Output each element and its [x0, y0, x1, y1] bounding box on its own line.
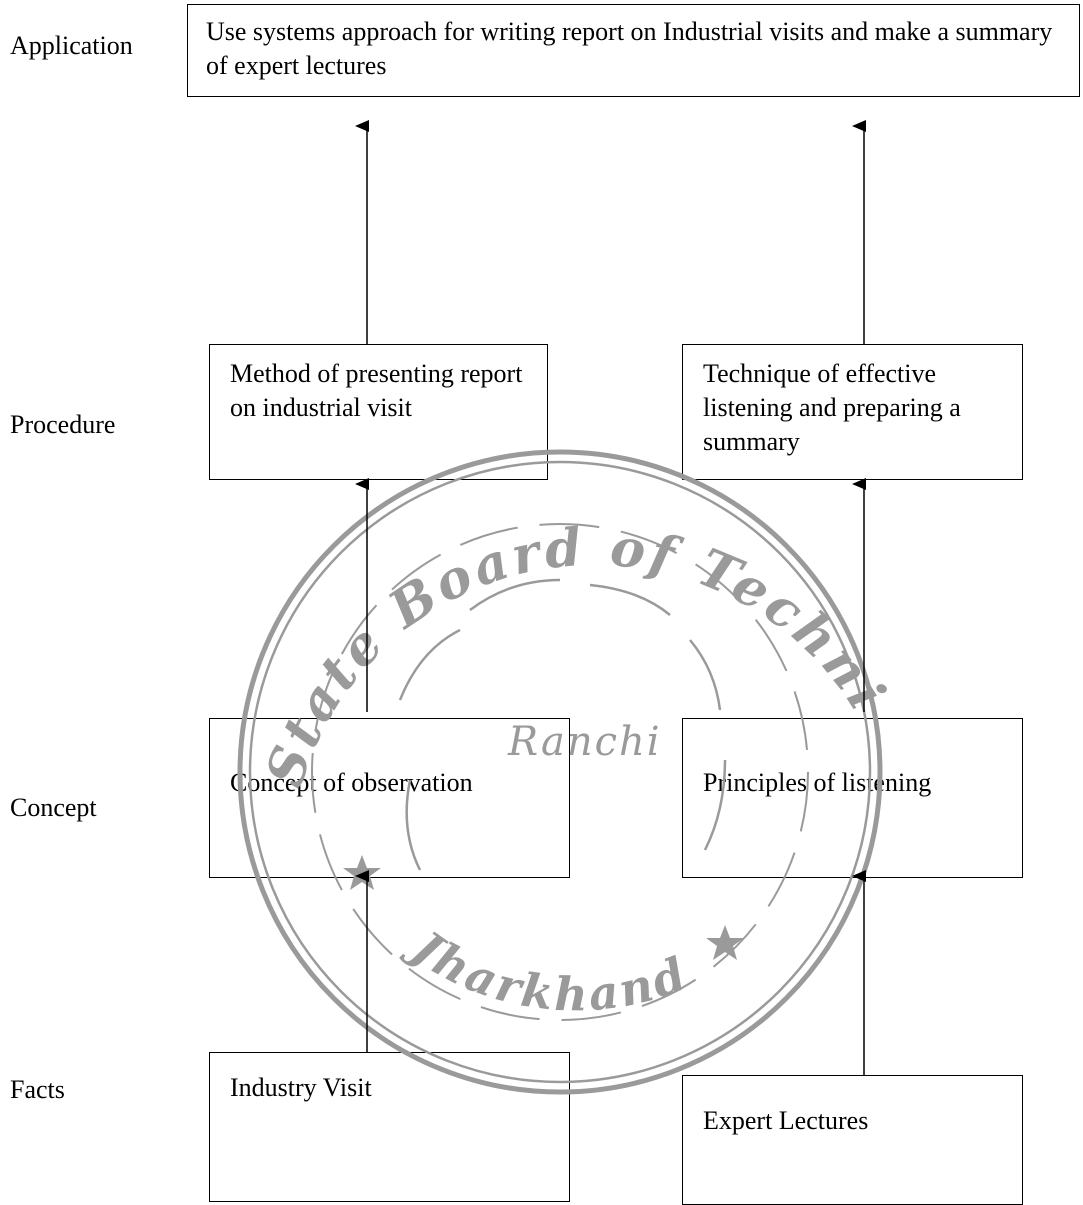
seal-star-right-icon: [706, 925, 744, 960]
level-label-facts: Facts: [10, 1075, 65, 1104]
concept-box-right-text: Principles of listening: [703, 768, 932, 797]
application-box-text: Use systems approach for writing report …: [206, 17, 1053, 80]
procedure-box-left-text: Method of presenting report on industria…: [230, 359, 523, 422]
level-label-procedure: Procedure: [10, 410, 116, 439]
level-label-concept: Concept: [10, 793, 97, 822]
level-label-application: Application: [10, 31, 133, 60]
concept-box-right: Principles of listening: [682, 718, 1023, 878]
procedure-box-right: Technique of effective listening and pre…: [682, 344, 1023, 480]
procedure-box-right-text: Technique of effective listening and pre…: [703, 359, 961, 456]
arrows: [355, 120, 866, 1075]
seal-bottom-text: Jharkhand: [397, 916, 696, 1022]
concept-box-left: Concept of observation: [209, 718, 570, 878]
application-box: Use systems approach for writing report …: [187, 4, 1080, 97]
facts-box-right-text: Expert Lectures: [703, 1106, 869, 1135]
concept-box-left-text: Concept of observation: [230, 768, 473, 797]
facts-box-left: Industry Visit: [209, 1052, 570, 1202]
facts-box-left-text: Industry Visit: [230, 1073, 372, 1102]
procedure-box-left: Method of presenting report on industria…: [209, 344, 548, 480]
